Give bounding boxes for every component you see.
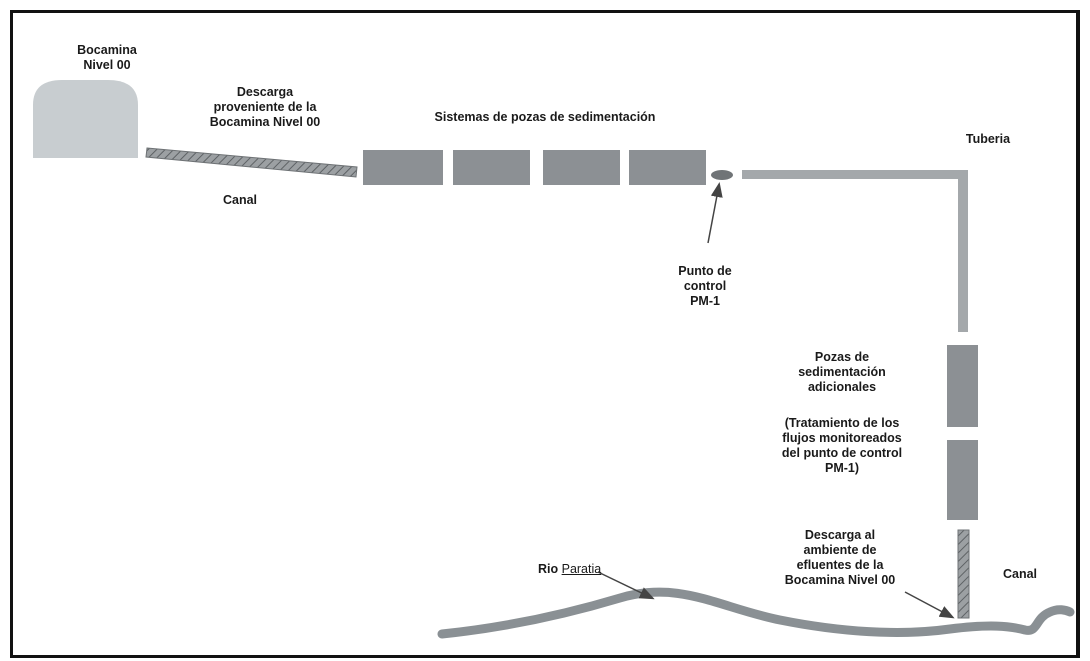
label-rio: Rio Paratia (538, 547, 658, 577)
control-point-pm1 (711, 170, 733, 180)
label-descarga-ambiente: Descarga al ambiente de efluentes de la … (784, 528, 896, 587)
pipe-horizontal (742, 170, 968, 179)
sedimentation-pond-1 (363, 150, 443, 185)
label-rio-name: Paratia (561, 562, 602, 576)
arrow-descarga (904, 591, 955, 619)
label-canal-top: Canal (222, 193, 258, 207)
diagram-frame (10, 10, 1080, 658)
label-punto-control: Punto de control PM-1 (678, 264, 732, 308)
additional-pond-2 (947, 440, 978, 520)
canal-top (145, 147, 358, 178)
sedimentation-pond-3 (543, 150, 620, 185)
additional-pond-1 (947, 345, 978, 427)
label-bocamina: Bocamina Nivel 00 (77, 43, 137, 72)
label-canal-right: Canal (1002, 567, 1038, 581)
label-pozas-adicionales: Pozas de sedimentación adicionales (798, 350, 886, 394)
arrow-control-point (707, 182, 723, 244)
label-tratamiento: (Tratamiento de los flujos monitoreados … (781, 416, 903, 475)
label-sistemas: Sistemas de pozas de sedimentación (434, 110, 656, 124)
sedimentation-pond-2 (453, 150, 530, 185)
pipe-vertical (958, 170, 968, 332)
canal-right (957, 529, 970, 619)
label-descarga: Descarga proveniente de la Bocamina Nive… (209, 85, 321, 129)
sedimentation-pond-4 (629, 150, 706, 185)
rio-paratia (437, 587, 1075, 639)
label-tuberia: Tuberia (965, 132, 1011, 146)
arrow-rio (597, 571, 655, 600)
bocamina-portal (33, 80, 138, 158)
label-rio-prefix: Rio (538, 562, 562, 576)
